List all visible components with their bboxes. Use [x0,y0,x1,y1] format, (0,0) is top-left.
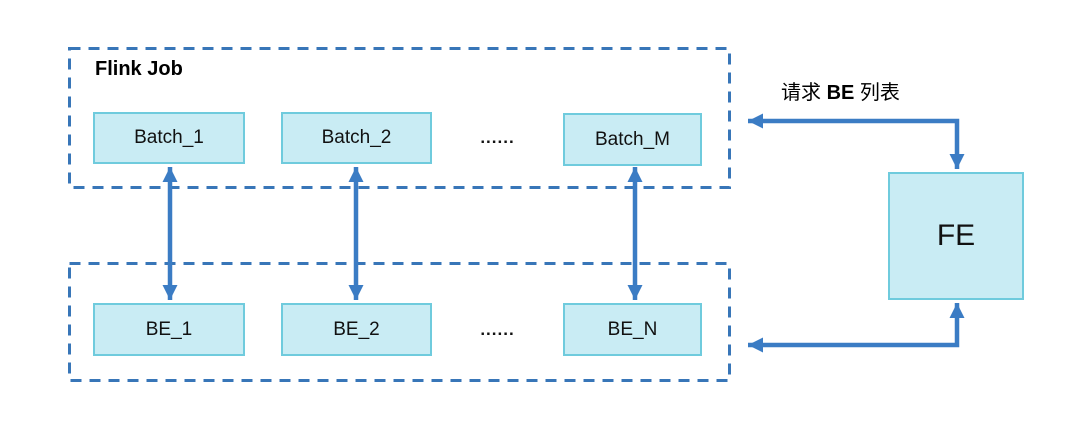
batch-2-label: Batch_2 [321,127,392,148]
fe-to-flink-job-arrow [748,113,965,169]
batch-1-node: Batch_1 [93,112,245,164]
batch-2-node: Batch_2 [281,112,432,164]
fe-to-be-cluster-arrow [748,303,965,353]
annotation-prefix: 请求 [781,82,827,104]
batch-m-label: Batch_M [595,128,670,150]
top-row-ellipsis: ...... [480,128,515,147]
annotation-bold: BE [826,82,855,104]
be-1-label: BE_1 [145,318,193,340]
fe-node: FE [888,172,1024,300]
bottom-row-ellipsis: ...... [480,319,515,339]
request-be-list-annotation: 请求 BE 列表 [781,76,900,105]
flink-job-title: Flink Job [95,58,183,80]
be-2-label: BE_2 [333,318,380,340]
batch-m-node: Batch_M [563,113,702,166]
batch-1-label: Batch_1 [134,127,204,148]
fe-label: FE [936,219,976,252]
be-n-node: BE_N [563,303,702,356]
be-2-node: BE_2 [281,303,432,356]
be-1-node: BE_1 [93,303,245,356]
annotation-suffix: 列表 [854,82,900,104]
be-n-label: BE_N [607,318,658,340]
